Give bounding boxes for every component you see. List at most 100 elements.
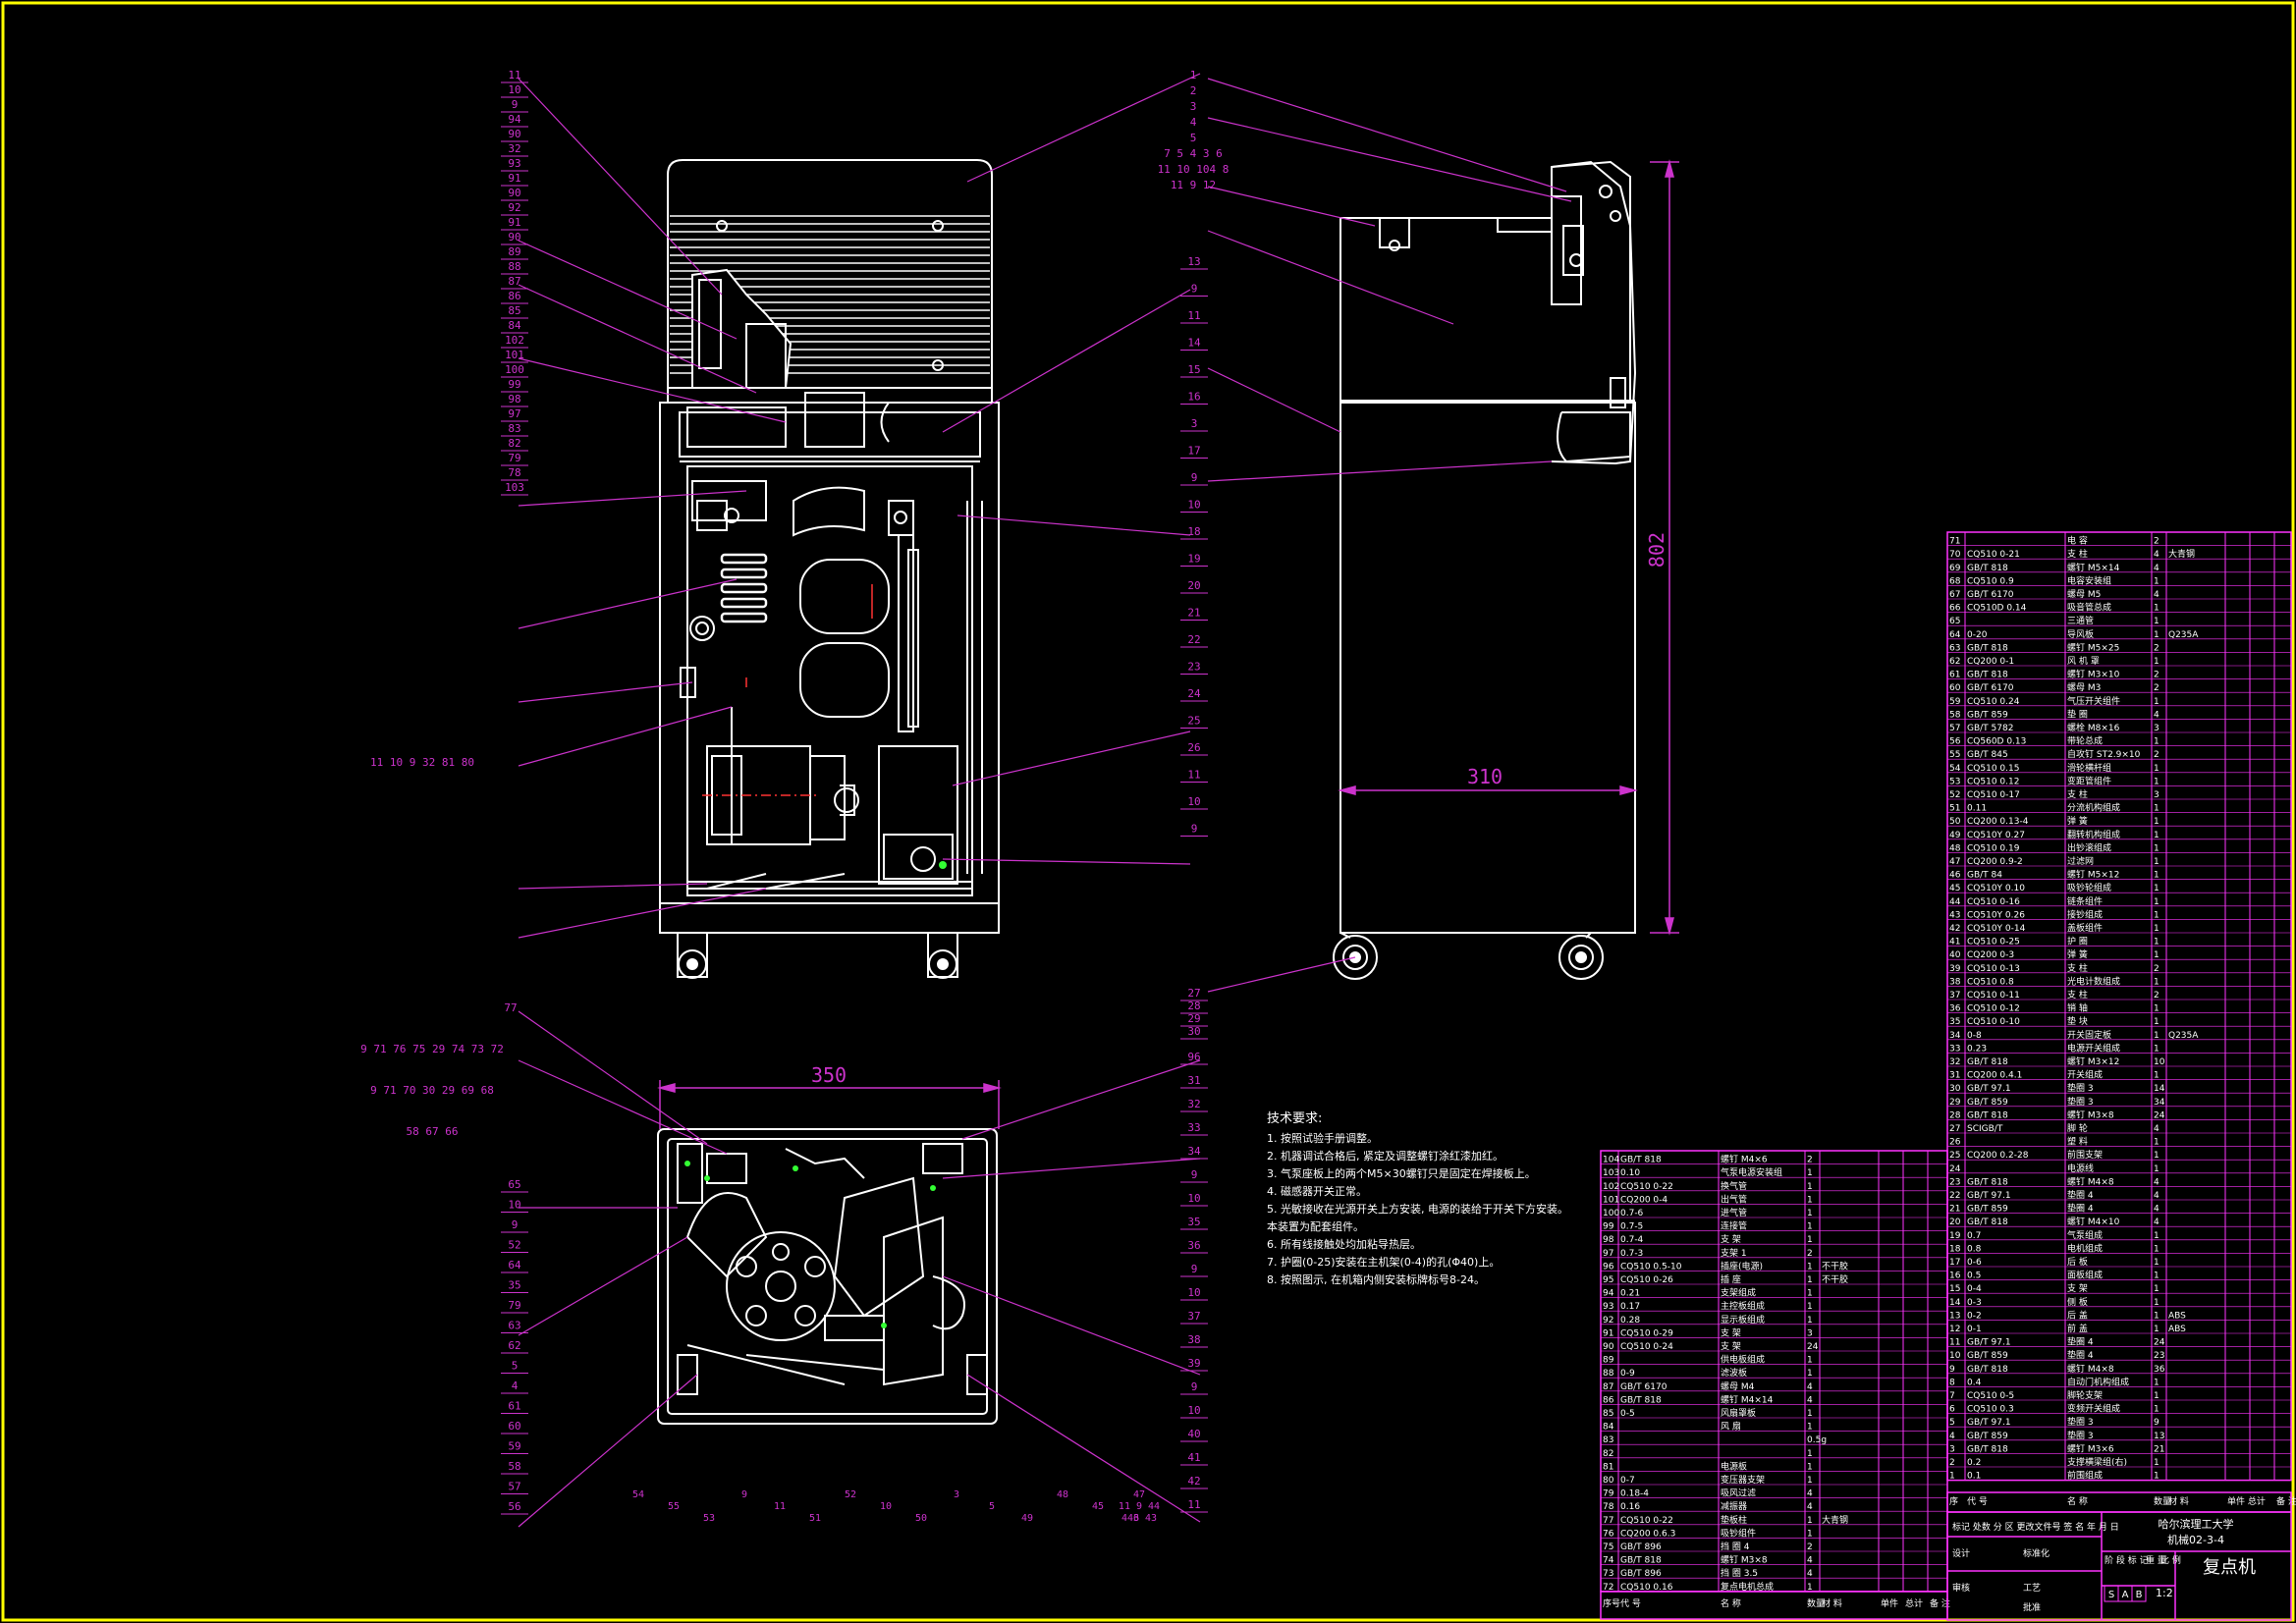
bom-right-cell: 垫圈 3: [2067, 1096, 2094, 1108]
bom-left-cell: 91: [1603, 1328, 1613, 1338]
balloon-top-left: 63: [508, 1320, 520, 1332]
bom-right-cell: 24: [1949, 1164, 1961, 1174]
balloon-top-bottom: 46: [1127, 1513, 1139, 1524]
balloon-side-right: 30: [1187, 1025, 1200, 1038]
bom-right-cell: 支 柱: [2067, 788, 2088, 800]
bom-left-cell: 1: [1807, 1476, 1813, 1486]
bom-right-cell: 1: [2154, 884, 2159, 893]
bom-left-cell: 挡 圈 4: [1721, 1541, 1750, 1552]
bom-right-cell: 36: [1949, 1004, 1961, 1014]
bom-right-cell: 54: [1949, 764, 1961, 774]
title-block-standard: 标准化: [2023, 1547, 2050, 1559]
bom-left-cell: 86: [1603, 1395, 1614, 1405]
bom-right-cell: ABS: [2168, 1325, 2186, 1334]
bom-left-cell: 1: [1807, 1209, 1813, 1218]
bom-left-cell: 74: [1603, 1556, 1614, 1566]
balloon-front-left: 83: [508, 422, 520, 435]
bom-right-cell: 20: [1949, 1217, 1961, 1227]
balloon-side-right: 29: [1187, 1012, 1200, 1025]
bom-right-cell: 出钞滚组成: [2067, 841, 2111, 853]
bom-left-cell: 连接管: [1721, 1220, 1747, 1232]
balloon-top-right: 41: [1187, 1451, 1200, 1464]
bom-left-cell: 插 座: [1721, 1273, 1741, 1285]
balloon-top-bottom: 50: [915, 1513, 927, 1524]
balloon-front-right: 21: [1187, 607, 1200, 620]
bom-right-cell: 1: [2154, 924, 2159, 934]
bom-left-header: 总计: [1905, 1597, 1923, 1609]
bom-left-cell: 0.21: [1620, 1289, 1640, 1299]
bom-right-cell: 22: [1949, 1191, 1960, 1201]
bom-right-cell: 开关组成: [2067, 1069, 2103, 1081]
bom-right-cell: 垫圈 4: [2067, 1349, 2094, 1361]
bom-right-cell: 34: [2154, 1098, 2165, 1108]
bom-right-cell: 26: [1949, 1138, 1961, 1148]
bom-right-cell: 带轮总成: [2067, 735, 2103, 747]
bom-right-cell: 1: [2154, 1231, 2159, 1241]
bom-left-cell: 83: [1603, 1435, 1613, 1445]
bom-right-cell: 吸音管总成: [2067, 602, 2111, 614]
school-name: 哈尔滨理工大学: [2159, 1517, 2234, 1531]
balloon-front-right: 11: [1187, 769, 1200, 782]
side-view: [1333, 160, 1637, 980]
balloon-top-bottom: 5: [989, 1501, 995, 1512]
bom-right-header: 备 注: [2276, 1495, 2296, 1507]
bom-right-cell: 4: [2154, 1217, 2159, 1227]
bom-left-cell: 77: [1603, 1516, 1613, 1526]
bom-left-cell: 75: [1603, 1542, 1613, 1552]
bom-right-cell: GB/T 6170: [1967, 590, 2014, 600]
bom-left-cell: 1: [1807, 1235, 1813, 1245]
bom-right-cell: 71: [1949, 537, 1960, 547]
bom-left-cell: 不干胶: [1822, 1260, 1848, 1271]
bom-right-cell: 1: [2154, 897, 2159, 907]
bom-left-cell: 垫板柱: [1721, 1514, 1747, 1526]
balloon-front-left: 90: [508, 231, 520, 243]
balloon-front-left: 86: [508, 290, 520, 302]
balloon-front-left: 84: [508, 319, 521, 332]
bom-right-header: 材 料: [2168, 1495, 2189, 1507]
bom-right-cell: CQ510 0-12: [1967, 1004, 2020, 1014]
bom-left-cell: 73: [1603, 1569, 1613, 1579]
bom-left-cell: 0.16: [1620, 1502, 1640, 1512]
balloon-front-left: 11: [508, 69, 520, 81]
bom-left-cell: 1: [1807, 1583, 1813, 1593]
bom-right-cell: 自动门机构组成: [2067, 1376, 2129, 1387]
bom-right-cell: CQ200 0.9-2: [1967, 857, 2023, 867]
bom-left-cell: 螺钉 M3×8: [1721, 1555, 1768, 1566]
title-block-weight: 重 量: [2146, 1554, 2166, 1566]
bom-right-cell: 1: [2154, 977, 2159, 987]
bom-left-cell: 1: [1807, 1356, 1813, 1366]
tech-line: 8. 按照图示, 在机箱内侧安装标牌标号8-24。: [1267, 1272, 1485, 1286]
bom-right-cell: 脚 轮: [2067, 1122, 2088, 1134]
bom-right-cell: CQ200 0.2-28: [1967, 1151, 2029, 1161]
bom-right-cell: 7: [1949, 1391, 1955, 1401]
balloon-front-left: 90: [508, 128, 520, 140]
bom-right-cell: 32: [1949, 1057, 1960, 1067]
bom-right-cell: 4: [2154, 1124, 2159, 1134]
tech-line: 2. 机器调试合格后, 紧定及调整螺钉涂红漆加红。: [1267, 1149, 1503, 1163]
bom-left-cell: 0-7: [1620, 1476, 1635, 1486]
title-block-design: 设计: [1952, 1547, 1970, 1559]
bom-right-cell: 1: [2154, 777, 2159, 786]
bom-right-cell: 49: [1949, 831, 1961, 840]
bom-left-header: 代 号: [1620, 1598, 1641, 1609]
dimension-width: [657, 1080, 1002, 1129]
bom-left-cell: 插座(电源): [1721, 1260, 1763, 1271]
bom-right-cell: 前 盖: [2067, 1323, 2088, 1334]
bom-right-cell: GB/T 818: [1967, 564, 2008, 573]
bom-left-cell: 2: [1807, 1542, 1813, 1552]
bom-right-cell: 24: [2154, 1338, 2165, 1348]
bom-right-cell: 2: [2154, 643, 2159, 653]
balloon-front-left: 9: [512, 98, 519, 111]
balloon-front-right: 23: [1187, 661, 1200, 674]
balloon-top-right: 31: [1187, 1074, 1200, 1087]
bom-right-cell: CQ510 0.15: [1967, 764, 2019, 774]
balloon-top-bottom: 47: [1133, 1489, 1145, 1500]
bom-right-cell: 50: [1949, 817, 1961, 827]
bom-right-cell: 41: [1949, 938, 1960, 947]
balloon-front-right: 13: [1187, 255, 1200, 268]
bom-left-cell: 24: [1807, 1342, 1819, 1352]
bom-left-cell: 0.7-5: [1620, 1222, 1643, 1232]
bom-left-cell: 支架 1: [1721, 1247, 1747, 1259]
balloon-top-bottom: 10: [880, 1501, 892, 1512]
